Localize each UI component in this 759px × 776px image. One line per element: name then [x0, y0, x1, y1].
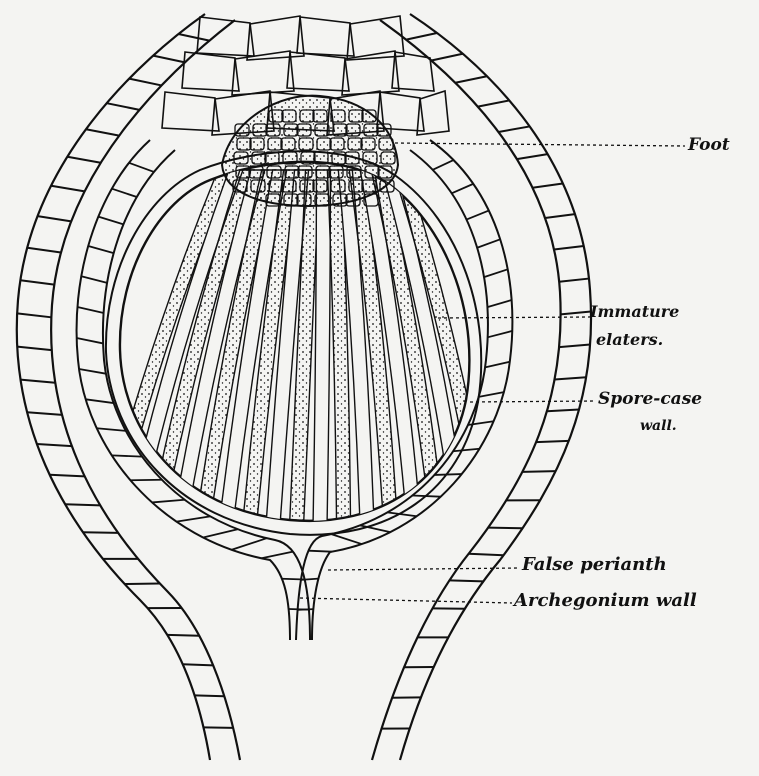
label-spore-case-wall-line1: Spore-case: [598, 389, 702, 409]
foot: [222, 96, 398, 206]
label-archegonium-wall: Archegonium wall: [514, 590, 697, 611]
label-immature-elaters-line1: Immature: [590, 302, 679, 321]
label-spore-case-wall-line2: wall.: [640, 418, 677, 434]
label-immature-elaters-line2: elaters.: [596, 330, 663, 349]
label-foot: Foot: [688, 135, 730, 155]
label-false-perianth: False perianth: [522, 554, 667, 575]
